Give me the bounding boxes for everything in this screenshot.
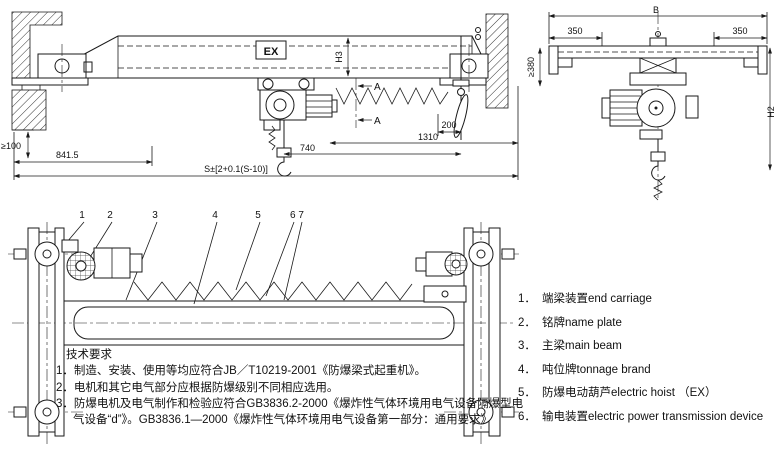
section-label-top: A: [374, 82, 381, 93]
main-beam-plan: [63, 300, 465, 346]
front-view: EX H3 A: [1, 11, 519, 180]
plan-view: 1 2 3 4 5 6 7: [8, 210, 520, 444]
chain-side: [653, 179, 663, 201]
dim-h3-label: H3: [334, 51, 344, 63]
dim-350-right: 350: [713, 26, 768, 46]
callout-2: 2: [107, 210, 113, 221]
dim-b-label: B: [653, 5, 659, 15]
ex-label: EX: [264, 46, 279, 58]
side-view: B 350 350: [526, 5, 775, 201]
dim-350-left: 350: [548, 26, 603, 46]
power-transmission-front: [452, 36, 470, 140]
runway-rails: [11, 77, 487, 90]
legend-item-power-transmission: 6． 输电装置electric power transmission device: [518, 406, 775, 430]
main-beam-front: [56, 35, 488, 79]
legend-text: 输电装置electric power transmission device: [542, 410, 764, 423]
dim-380-label: ≥380: [526, 57, 536, 77]
legend-text: 端梁装置end carriage: [542, 293, 652, 305]
legend-item-tonnage-brand: 4． 吨位牌tonnage brand: [518, 359, 775, 383]
dim-h2: H2: [766, 47, 775, 171]
dim-1310-label: 1310: [418, 132, 438, 142]
dim-min100-label: ≥100: [1, 141, 21, 151]
callout-4: 4: [212, 210, 218, 221]
front-dimensions: ≥100 841.5 S±[2+0.1(S-10)] 200 740 1310: [1, 86, 519, 180]
main-beam-side: [548, 31, 768, 75]
section-label-bottom: A: [374, 116, 381, 127]
dim-350-left-label: 350: [567, 26, 582, 36]
dim-380: ≥380: [526, 47, 543, 87]
callout-1: 1: [79, 210, 85, 221]
festoon-cable-front: [335, 87, 449, 105]
legend-text: 铭牌name plate: [542, 316, 622, 329]
left-wall-hatch: [11, 11, 63, 131]
end-carriage-plan-right: [463, 227, 515, 437]
legend-text: 主梁main beam: [542, 340, 622, 352]
tech-requirement-3: 3．防爆电机及电气制作和检验应符合GB3836.2-2000《爆炸性气体环境用电…: [56, 397, 524, 427]
callout-3: 3: [152, 210, 158, 221]
dim-h2-label: H2: [766, 106, 775, 118]
electric-hoist-side: [601, 72, 699, 201]
legend-num: 4．: [518, 363, 536, 376]
legend-item-main-beam: 3． 主梁main beam: [518, 335, 775, 359]
electric-hoist-plan: [61, 239, 143, 281]
legend-num: 5．: [518, 387, 536, 399]
legend-num: 3．: [518, 340, 536, 352]
legend-text: 吨位牌tonnage brand: [542, 363, 651, 376]
hook-front: [277, 157, 292, 177]
dim-200-label: 200: [441, 120, 456, 130]
legend-item-name-plate: 2． 铭牌name plate: [518, 312, 775, 336]
chain-front: [268, 125, 276, 151]
dim-span-label: S±[2+0.1(S-10)]: [204, 164, 268, 174]
ex-plate: EX: [255, 40, 287, 60]
hook-side: [651, 161, 666, 181]
right-wall-hatch: [485, 13, 509, 109]
tech-requirement-1: 1．制造、安装、使用等均应符合JB／T10219-2001《防爆梁式起重机》。: [56, 365, 426, 378]
legend-num: 1．: [518, 293, 536, 305]
power-transmission-plan: [415, 251, 468, 303]
dim-8415-label: 841.5: [56, 150, 79, 160]
callout-6-7: 6 7: [290, 210, 304, 221]
legend-item-end-carriage: 1． 端梁装置end carriage: [518, 288, 775, 312]
festoon-cable-plan: [133, 281, 413, 301]
legend-text: 防爆电动葫芦electric hoist （EX）: [542, 387, 717, 399]
dim-h3: H3: [334, 37, 351, 77]
legend-num: 2．: [518, 316, 536, 329]
legend-item-electric-hoist: 5． 防爆电动葫芦electric hoist （EX）: [518, 382, 775, 406]
tech-requirements-title: 技术要求: [66, 349, 112, 361]
dim-350-right-label: 350: [732, 26, 747, 36]
tech-requirement-2: 2．电机和其它电气部分应根据防爆级别不同相应选用。: [56, 381, 339, 394]
end-carriage-front-left: [37, 44, 93, 92]
dim-740-label: 740: [300, 143, 315, 153]
end-carriage-front-right: [449, 27, 489, 92]
legend-num: 6．: [518, 410, 536, 423]
technical-requirements: 技术要求 1．制造、安装、使用等均应符合JB／T10219-2001《防爆梁式起…: [56, 347, 526, 429]
section-a-a: A A: [355, 78, 381, 128]
parts-legend: 1． 端梁装置end carriage 2． 铭牌name plate 3． 主梁ma…: [518, 288, 775, 429]
electric-hoist-front: [257, 77, 338, 177]
callout-5: 5: [255, 210, 261, 221]
